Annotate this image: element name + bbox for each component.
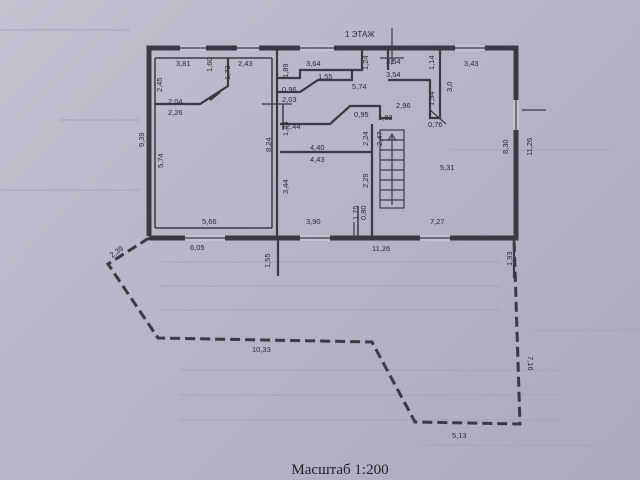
dim-label: 8,24 (264, 137, 273, 152)
dim-label: 3,81 (176, 59, 191, 68)
dim-label: 11,26 (525, 138, 534, 156)
dim-label: 2,43 (238, 59, 253, 68)
dim-label: 1,73 (223, 65, 232, 80)
dim-label: 0,95 (354, 110, 369, 119)
dim-label: 2,04 (168, 97, 183, 106)
outer-wall (146, 45, 519, 241)
dim-label: 4,43 (310, 155, 325, 164)
dim-label: 5,66 (202, 217, 217, 226)
dim-label: 2,96 (396, 101, 411, 110)
dim-label: 0,76 (428, 120, 443, 129)
dimension-ticks (262, 28, 546, 236)
dim-label: 1,44 (281, 121, 290, 136)
dim-label: 3,54 (386, 57, 401, 66)
dim-label: 2,24 (361, 131, 370, 146)
dim-label: 3,43 (464, 59, 479, 68)
dim-label: 2,47 (375, 131, 384, 146)
dim-label: 2,44 (286, 122, 301, 131)
dim-label: 1,89 (281, 63, 290, 78)
dim-label: 1,75 (351, 205, 360, 220)
staircase (379, 129, 405, 209)
dim-label: 1,60 (205, 57, 214, 72)
dim-label: 3,0 (445, 82, 454, 92)
columns (276, 238, 516, 278)
dim-label: 10,33 (252, 345, 271, 354)
dim-label: 3,64 (306, 59, 321, 68)
dim-label: 3,44 (281, 179, 290, 194)
terrace-outline (105, 236, 522, 426)
dim-label: 5,31 (440, 163, 455, 172)
dim-label: 1,55 (318, 72, 333, 81)
dim-label: 1,55 (263, 253, 272, 268)
dim-label: 11,26 (372, 244, 390, 253)
dim-label: 0,96 (282, 85, 297, 94)
background-form-lines (0, 29, 640, 446)
dim-label: 1,54 (427, 91, 436, 106)
windows (180, 45, 519, 241)
dim-label: 2,26 (168, 108, 183, 117)
dim-label: 1,24 (361, 55, 370, 70)
dim-label: 1,93 (505, 251, 514, 266)
dim-label: 8,30 (501, 139, 510, 154)
dim-label: 4,40 (310, 143, 325, 152)
scale-caption: Масштаб 1:200 (291, 462, 389, 478)
dim-label: 7,16 (526, 356, 535, 371)
interior-walls (154, 48, 442, 236)
dim-label: 2,29 (361, 173, 370, 188)
dim-label: 1,82 (378, 113, 393, 122)
dim-label: 5,74 (156, 153, 165, 168)
dim-label: 3,54 (386, 70, 401, 79)
dim-label: 1,14 (427, 55, 436, 70)
floor-label: 1 ЭТАЖ (345, 30, 375, 39)
dim-label: 5,13 (452, 431, 467, 440)
dim-label: 7,27 (430, 217, 445, 226)
dim-label: 0,80 (359, 205, 368, 220)
dim-label: 3,90 (306, 217, 321, 226)
dim-label: 5,74 (352, 82, 367, 91)
dim-label: 2,45 (155, 77, 164, 92)
dim-label: 6,05 (190, 243, 205, 252)
dim-label: 2,03 (282, 95, 297, 104)
dim-label: 9,39 (137, 132, 146, 147)
